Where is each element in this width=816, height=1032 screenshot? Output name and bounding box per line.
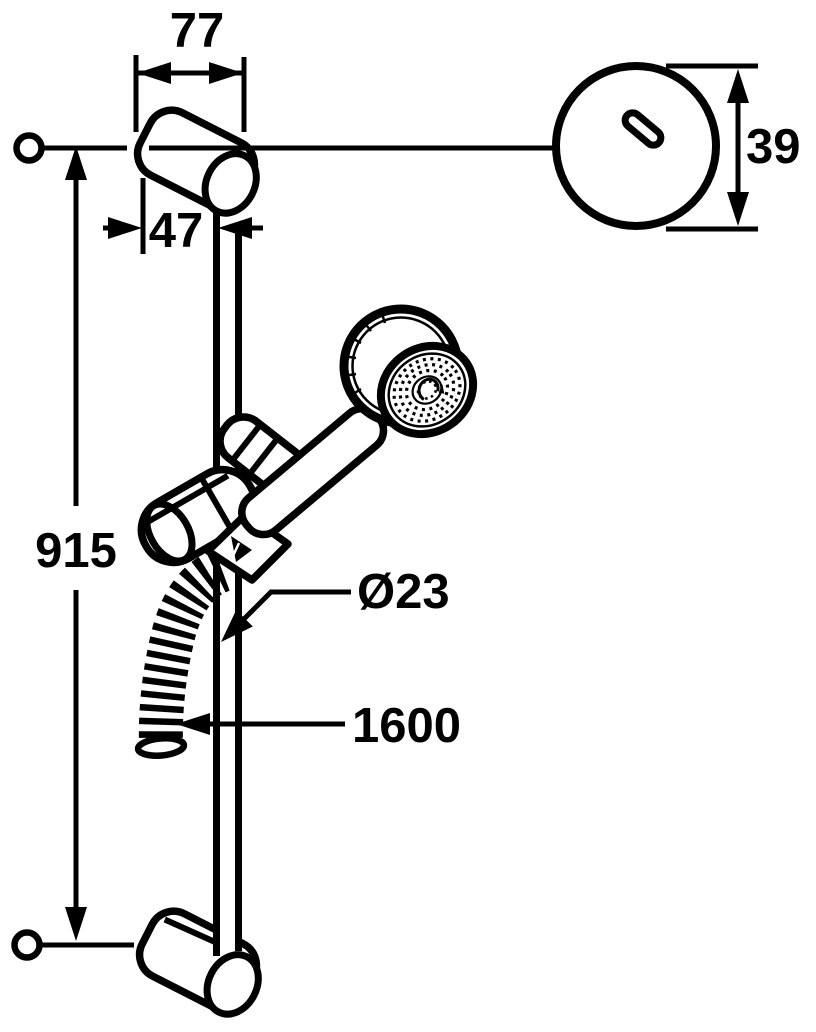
dimension-escutcheon: 39 [666,63,801,232]
hose-end [134,735,188,759]
slider-holder [137,413,308,584]
holder-knob-edge-line [144,473,230,526]
escutcheon-outline [552,62,720,230]
top-bracket-cap-rim [201,150,260,217]
dim-label-77: 77 [170,4,225,58]
nozzle-ring-center [416,380,438,400]
arrowhead-77-right [209,62,243,84]
arrowhead-dia23 [221,610,253,642]
arrowhead-915-top [65,146,87,180]
dim-label-47: 47 [149,204,204,258]
hand-shower-head [339,304,478,439]
hose-end-cap [134,735,188,759]
bottom-wall-anchor-icon [11,929,43,961]
dimension-wall-to-rail: 47 [103,178,263,258]
bottom-bracket-cap-rim [203,951,262,1018]
dim-label-39: 39 [746,120,801,174]
arrowhead-1600 [176,713,210,735]
escutcheon-detail-view [552,62,720,230]
spray-face-inner-ring [387,352,467,428]
shower-hose [134,549,231,759]
center-dial-ring [411,375,443,405]
head-band-ticks [342,310,387,398]
shower-rail [213,205,242,956]
top-wall-anchor-icon [13,132,45,164]
wall-reference-lines [11,132,134,961]
handle-shadow-wedge [231,536,252,562]
clamp-strap-seam-1 [229,422,263,463]
logo-swirl-icon [417,377,440,401]
spray-face [376,341,478,439]
spray-face-rim [376,341,478,439]
arrowhead-39-bottom [727,192,749,226]
wedge-hatch-line [231,542,241,557]
keyhole-slot [621,109,665,149]
leader-line-dia23 [231,589,351,632]
top-bracket-cap [201,150,260,217]
dim-label-dia23: Ø23 [357,565,450,619]
dimension-hose-length: 1600 [176,699,461,753]
dimension-rail-diameter: Ø23 [221,565,450,642]
arrowhead-47-left [108,217,142,239]
logo-swirl-arrow [438,384,445,394]
bottom-bracket-cap [203,951,262,1018]
dimension-rail-length: 915 [35,146,117,941]
dim-label-915: 915 [35,524,117,578]
hose-coil [138,549,231,746]
nozzle-ring-inner [404,368,450,412]
holder-knob [137,465,259,567]
dimension-bracket-width: 77 [133,4,247,132]
arrowhead-39-top [727,69,749,103]
arrowhead-915-bottom [65,907,87,941]
clamp-strap-seam-2 [247,436,281,477]
escutcheon-slot [621,109,665,149]
arrowhead-47-right [218,217,252,239]
holder-knob-seam [199,477,235,533]
dim-label-1600: 1600 [352,699,461,753]
arrowhead-77-left [137,62,171,84]
